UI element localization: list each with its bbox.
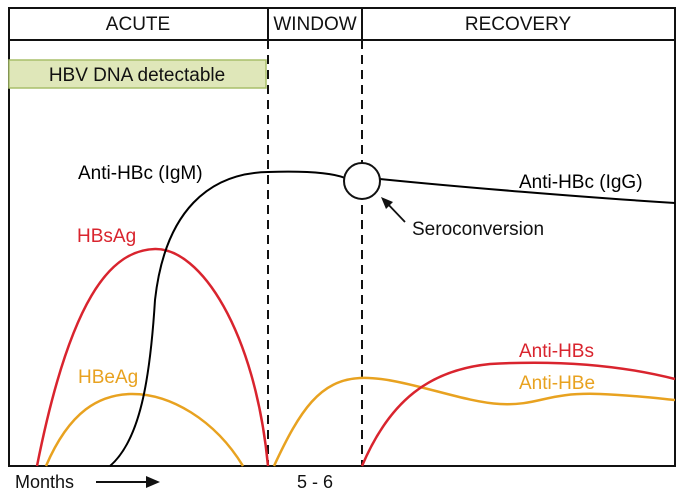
phase-acute-label: ACUTE [106,14,170,35]
months-label: Months [15,472,74,492]
anti-hbe-label: Anti-HBe [519,373,595,394]
hbeag-label: HBeAg [78,367,138,388]
anti-hbc-igm-label: Anti-HBc (IgM) [78,163,203,184]
phase-recovery-label: RECOVERY [465,14,572,35]
anti-hbc-igg-curve [379,178,676,204]
anti-hbe-curve [272,376,676,467]
months-arrowhead [146,476,160,488]
hbv-dna-bar [8,59,267,89]
hbsag-label: HBsAg [77,226,136,247]
phase-window-label: WINDOW [273,14,356,35]
seroconversion-marker [343,162,381,200]
diagram-frame [8,7,676,467]
anti-hbc-igm-curve [109,170,346,467]
months-marker-label: 5 - 6 [297,472,333,492]
anti-hbs-curve [360,361,676,467]
anti-hbc-igg-label: Anti-HBc (IgG) [519,172,643,193]
hbeag-curve [44,392,245,467]
hbsag-curve [35,247,270,467]
anti-hbs-label: Anti-HBs [519,341,594,362]
seroconversion-arrowhead [381,197,393,209]
seroconversion-label: Seroconversion [412,219,544,240]
hbv-dna-label: HBV DNA detectable [49,65,225,86]
